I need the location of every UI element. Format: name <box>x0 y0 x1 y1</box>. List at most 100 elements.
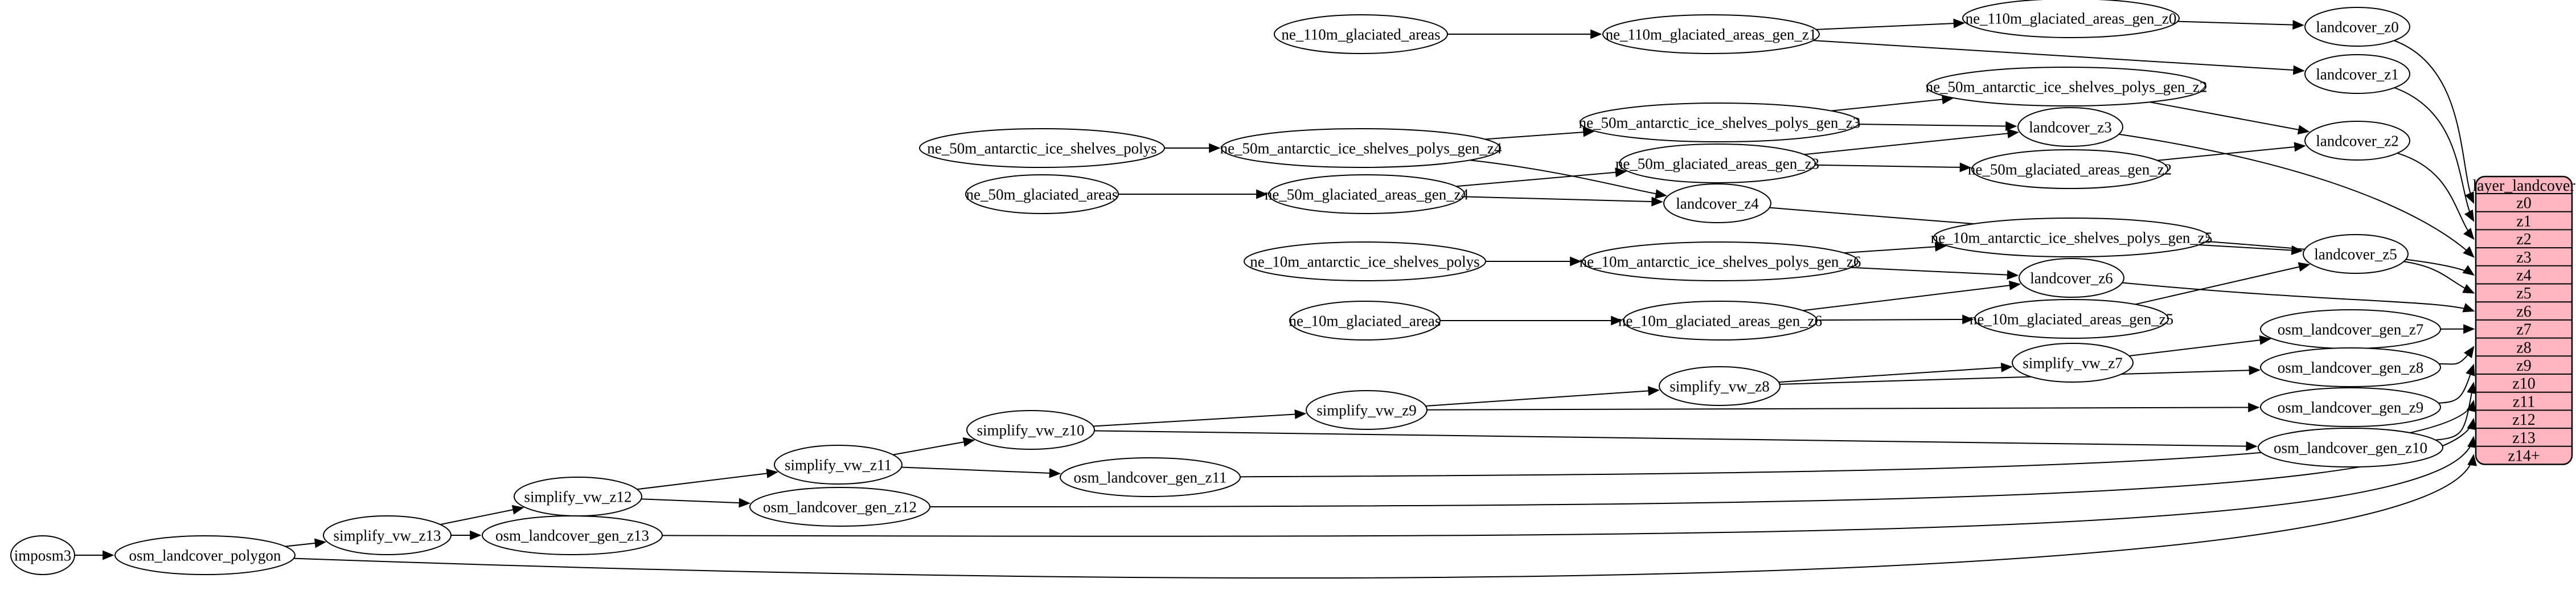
layer-row-z10: z10 <box>2512 375 2535 393</box>
node-label: simplify_vw_z8 <box>1670 378 1770 395</box>
layer-row-z4: z4 <box>2516 266 2531 284</box>
node-ellipse <box>2260 387 2441 427</box>
node-ellipse <box>1962 0 2180 38</box>
node-ellipse <box>1274 14 1448 54</box>
node-ellipse <box>1926 67 2206 106</box>
edge-landcover_z3-to-layer-z3 <box>2119 133 2475 258</box>
edge-landcover_z4-to-layer-z4 <box>1769 207 2475 276</box>
node-label: ne_50m_glaciated_areas_gen_z4 <box>1265 186 1469 203</box>
edge-landcover_z1-to-layer-z1 <box>2394 87 2475 222</box>
node-landcover_z5: landcover_z5 <box>2303 234 2409 274</box>
edge-simplify_vw_z12-to-simplify_vw_z11 <box>637 468 778 490</box>
layer-row-z1: z1 <box>2516 212 2531 230</box>
node-label: simplify_vw_z7 <box>2023 354 2123 371</box>
node-label: ne_50m_antarctic_ice_shelves_polys_gen_z… <box>1926 78 2208 95</box>
edge-ne_50m_antarctic_ice_shelves_polys_gen_z4-to-ne_50m_antarctic_ice_shelves_polys_gen_z3 <box>1484 127 1595 140</box>
node-simplify_vw_z13: simplify_vw_z13 <box>323 515 452 555</box>
node-label: ne_50m_glaciated_areas <box>966 186 1118 203</box>
layer-table-title: layer_landcover <box>2472 177 2575 195</box>
edge-osm_landcover_gen_z10-to-layer-z10 <box>2435 382 2477 441</box>
node-label: ne_10m_antarctic_ice_shelves_polys_gen_z… <box>1580 253 1861 270</box>
node-ellipse <box>2258 428 2443 468</box>
layer-row-z14+: z14+ <box>2508 447 2540 465</box>
node-simplify_vw_z12: simplify_vw_z12 <box>514 477 642 516</box>
node-osm_landcover_gen_z8: osm_landcover_gen_z8 <box>2260 347 2441 387</box>
layer-row-z11: z11 <box>2513 393 2535 411</box>
node-label: ne_10m_glaciated_areas_gen_z5 <box>1970 310 2173 327</box>
edge-simplify_vw_z13-to-simplify_vw_z12 <box>440 505 524 526</box>
node-label: simplify_vw_z13 <box>334 527 441 544</box>
node-ellipse <box>1974 299 2169 339</box>
node-label: ne_50m_antarctic_ice_shelves_polys_gen_z… <box>1579 114 1861 131</box>
edge-osm_landcover_gen_z8-to-layer-z8 <box>2439 346 2475 365</box>
node-landcover_z3: landcover_z3 <box>2017 107 2123 147</box>
edge-ne_110m_glaciated_areas_gen_z0-to-landcover_z0 <box>2177 20 2304 30</box>
node-label: osm_landcover_gen_z11 <box>1074 469 1227 486</box>
edge-simplify_vw_z8-to-simplify_vw_z7 <box>1778 362 2013 383</box>
node-label: ne_110m_glaciated_areas_gen_z0 <box>1966 10 2177 27</box>
layer-row-z5: z5 <box>2516 285 2531 302</box>
node-ellipse <box>1623 301 1818 341</box>
node-osm_landcover_gen_z13: osm_landcover_gen_z13 <box>482 515 663 555</box>
edge-ne_50m_glaciated_areas_gen_z2-to-landcover_z2 <box>2157 142 2306 161</box>
node-ellipse <box>10 535 75 575</box>
node-ellipse <box>1602 14 1820 54</box>
edge-simplify_vw_z9-to-simplify_vw_z8 <box>1425 386 1660 407</box>
node-osm_landcover_polygon: osm_landcover_polygon <box>114 535 296 575</box>
edge-landcover_z5-to-layer-z5 <box>2403 261 2475 294</box>
edge-simplify_vw_z10-to-simplify_vw_z9 <box>1093 409 1307 427</box>
layer-row-z0: z0 <box>2516 195 2531 212</box>
node-label: simplify_vw_z12 <box>524 488 632 505</box>
node-simplify_vw_z11: simplify_vw_z11 <box>774 445 903 485</box>
node-ne_110m_glaciated_areas_gen_z0: ne_110m_glaciated_areas_gen_z0 <box>1962 0 2180 38</box>
node-ellipse <box>1971 149 2168 189</box>
edge-simplify_vw_z11-to-simplify_vw_z10 <box>893 437 975 456</box>
node-ellipse <box>2260 347 2441 387</box>
node-ne_50m_glaciated_areas_gen_z2: ne_50m_glaciated_areas_gen_z2 <box>1968 149 2172 189</box>
node-ne_10m_antarctic_ice_shelves_polys: ne_10m_antarctic_ice_shelves_polys <box>1244 241 1486 281</box>
node-simplify_vw_z10: simplify_vw_z10 <box>966 410 1095 450</box>
node-ellipse <box>1221 128 1501 168</box>
edge-ne_50m_antarctic_ice_shelves_polys_gen_z3-to-landcover_z3 <box>1858 121 2017 132</box>
node-label: landcover_z1 <box>2316 65 2398 83</box>
node-osm_landcover_gen_z11: osm_landcover_gen_z11 <box>1060 457 1241 497</box>
edge-ne_50m_antarctic_ice_shelves_polys_gen_z4-to-landcover_z4 <box>1470 159 1667 199</box>
node-ne_50m_antarctic_ice_shelves_polys_gen_z2: ne_50m_antarctic_ice_shelves_polys_gen_z… <box>1926 67 2208 106</box>
edge-simplify_vw_z8-to-osm_landcover_gen_z8 <box>1779 365 2261 385</box>
node-ellipse <box>1619 143 1816 183</box>
node-ne_50m_antarctic_ice_shelves_polys_gen_z4: ne_50m_antarctic_ice_shelves_polys_gen_z… <box>1220 128 1502 168</box>
node-simplify_vw_z9: simplify_vw_z9 <box>1306 390 1428 430</box>
node-osm_landcover_gen_z9: osm_landcover_gen_z9 <box>2260 387 2441 427</box>
layer-landcover-table: layer_landcoverz0z1z2z3z4z5z6z7z8z9z10z1… <box>2472 175 2575 465</box>
node-ellipse <box>2303 234 2409 274</box>
layer-row-z6: z6 <box>2516 303 2531 321</box>
edge-osm_landcover_polygon-to-simplify_vw_z13 <box>285 538 327 548</box>
node-label: landcover_z2 <box>2316 132 2398 149</box>
node-label: ne_10m_antarctic_ice_shelves_polys_gen_z… <box>1931 229 2213 246</box>
node-ellipse <box>2304 121 2410 161</box>
node-ellipse <box>774 445 903 485</box>
node-landcover_z2: landcover_z2 <box>2304 121 2410 161</box>
node-label: ne_50m_antarctic_ice_shelves_polys_gen_z… <box>1220 140 1502 157</box>
node-osm_landcover_gen_z7: osm_landcover_gen_z7 <box>2260 309 2441 349</box>
node-label: osm_landcover_gen_z9 <box>2278 399 2423 416</box>
edge-ne_50m_antarctic_ice_shelves_polys_gen_z3-to-ne_50m_antarctic_ice_shelves_polys_gen_z2 <box>1831 95 1954 112</box>
edge-simplify_vw_z7-to-osm_landcover_gen_z7 <box>2129 335 2271 357</box>
node-ellipse <box>2304 7 2410 47</box>
edge-ne_10m_glaciated_areas_gen_z6-to-landcover_z6 <box>1803 280 2021 311</box>
node-ne_50m_antarctic_ice_shelves_polys: ne_50m_antarctic_ice_shelves_polys <box>919 128 1165 168</box>
node-ellipse <box>1659 366 1781 406</box>
node-ne_50m_glaciated_areas_gen_z3: ne_50m_glaciated_areas_gen_z3 <box>1615 143 1819 183</box>
node-ellipse <box>2304 54 2410 94</box>
layer-row-z8: z8 <box>2516 339 2531 356</box>
node-ellipse <box>323 515 452 555</box>
node-ne_50m_glaciated_areas: ne_50m_glaciated_areas <box>965 174 1119 214</box>
node-simplify_vw_z7: simplify_vw_z7 <box>2012 343 2134 383</box>
node-label: imposm3 <box>14 547 72 564</box>
node-ellipse <box>966 410 1095 450</box>
edge-ne_50m_glaciated_areas_gen_z4-to-landcover_z4 <box>1463 196 1663 207</box>
node-ellipse <box>2017 107 2123 147</box>
node-ellipse <box>1580 102 1860 142</box>
